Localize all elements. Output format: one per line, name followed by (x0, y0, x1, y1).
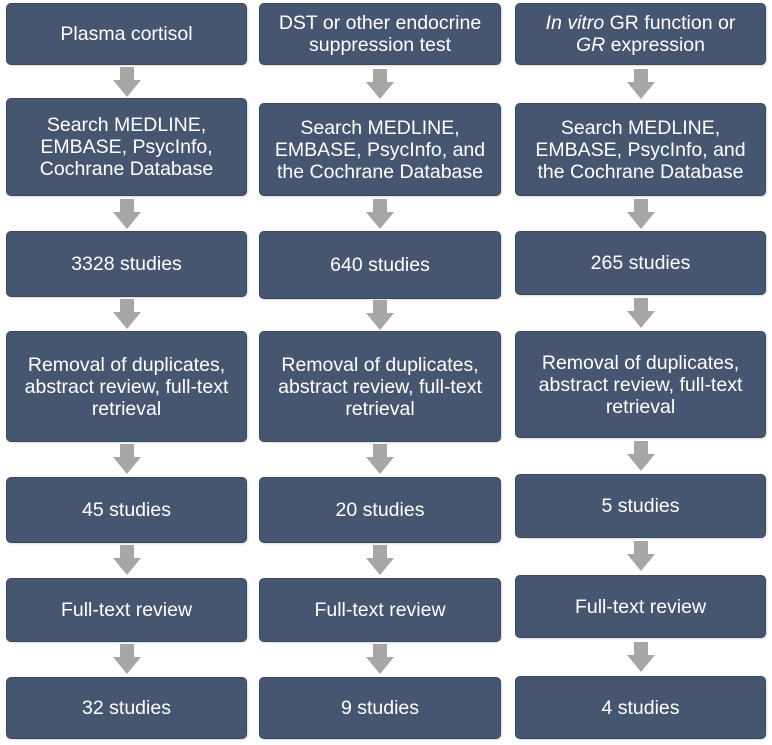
box-label-line: DST or other endocrine (278, 12, 482, 34)
down-arrow-icon (113, 299, 141, 329)
box-label-line: Plasma cortisol (60, 23, 193, 45)
down-arrow-icon (366, 199, 394, 229)
box-label-line: 45 studies (82, 499, 171, 521)
down-arrow-icon (366, 545, 394, 575)
box-label-line: 9 studies (340, 697, 420, 719)
box-label-line: Full-text review (60, 599, 193, 621)
box-label-line: retrieval (605, 395, 676, 418)
italic-text: GR (576, 34, 606, 56)
box-label-line: EMBASE, PsycInfo, and (274, 138, 486, 161)
col3-box-count-final: 4 studies (515, 676, 766, 739)
col3-box-count-after-removal: 5 studies (515, 474, 766, 538)
down-arrow-icon (113, 199, 141, 229)
box-label-line: EMBASE, PsycInfo, and (535, 138, 746, 161)
box-label-line: abstract review, full-text (24, 375, 229, 398)
col1-box-count-initial: 3328 studies (6, 231, 247, 297)
col2-box-count-final: 9 studies (259, 677, 501, 739)
box-label-line: Search MEDLINE, (46, 114, 207, 136)
box-label-line: In vitro GR function or (546, 12, 736, 34)
col1-box-plasma-cortisol: Plasma cortisol (6, 3, 247, 65)
box-label-line: Removal of duplicates, (27, 353, 226, 376)
box-label-line: the Cochrane Database (537, 160, 744, 183)
box-label-line: 640 studies (330, 254, 430, 276)
box-label-line: 20 studies (335, 499, 425, 521)
box-label-line: EMBASE, PsycInfo, (40, 136, 213, 158)
col2-box-full-text-review: Full-text review (259, 578, 501, 642)
box-label-line: 265 studies (590, 252, 691, 274)
col3-box-count-initial: 265 studies (515, 231, 766, 295)
down-arrow-icon (627, 642, 655, 672)
box-label-line: 4 studies (601, 696, 680, 719)
box-label-line: 3328 studies (71, 253, 182, 275)
box-label-line: GR expression (576, 34, 705, 56)
italic-text: In vitro (545, 12, 605, 34)
down-arrow-icon (366, 644, 394, 674)
box-label-line: retrieval (345, 397, 415, 420)
plain-text: GR function or (604, 12, 736, 34)
col3-box-removal: Removal of duplicates, abstract review, … (515, 331, 766, 438)
col1-box-count-after-removal: 45 studies (6, 477, 247, 543)
col3-box-in-vitro-gr: In vitro GR function or GR expression (515, 3, 766, 65)
down-arrow-icon (627, 69, 655, 99)
col1-box-count-final: 32 studies (6, 677, 247, 739)
col1-box-removal: Removal of duplicates, abstract review, … (6, 331, 247, 442)
down-arrow-icon (113, 545, 141, 575)
down-arrow-icon (113, 67, 141, 97)
box-label-line: abstract review, full-text (538, 373, 743, 396)
down-arrow-icon (366, 300, 394, 330)
box-label-line: Search MEDLINE, (560, 116, 721, 139)
down-arrow-icon (627, 441, 655, 471)
box-label-line: Removal of duplicates, (541, 351, 740, 374)
down-arrow-icon (366, 444, 394, 474)
down-arrow-icon (366, 69, 394, 99)
col2-box-count-initial: 640 studies (259, 231, 501, 299)
box-label-line: Removal of duplicates, (281, 353, 479, 376)
box-label-line: abstract review, full-text (278, 375, 482, 398)
box-label-line: Search MEDLINE, (300, 116, 460, 139)
box-label-line: the Cochrane Database (277, 160, 483, 183)
box-label-line: retrieval (91, 397, 162, 420)
down-arrow-icon (627, 199, 655, 229)
col1-box-search: Search MEDLINE, EMBASE, PsycInfo, Cochra… (6, 98, 247, 196)
box-label-line: Cochrane Database (39, 158, 214, 180)
col2-box-search: Search MEDLINE, EMBASE, PsycInfo, and th… (259, 103, 501, 196)
plain-text: expression (605, 34, 705, 56)
col3-box-full-text-review: Full-text review (515, 575, 766, 638)
box-label-line: Full-text review (314, 599, 446, 621)
box-label-line: 32 studies (82, 697, 171, 719)
col1-box-full-text-review: Full-text review (6, 578, 247, 642)
down-arrow-icon (113, 644, 141, 674)
box-label-line: Full-text review (574, 595, 707, 618)
col2-box-dst: DST or other endocrine suppression test (259, 3, 501, 65)
col3-box-search: Search MEDLINE, EMBASE, PsycInfo, and th… (515, 103, 766, 196)
col2-box-count-after-removal: 20 studies (259, 477, 501, 543)
down-arrow-icon (627, 298, 655, 328)
down-arrow-icon (627, 541, 655, 571)
box-label-line: 5 studies (601, 495, 680, 517)
down-arrow-icon (113, 444, 141, 474)
box-label-line: suppression test (309, 34, 451, 56)
col2-box-removal: Removal of duplicates, abstract review, … (259, 331, 501, 442)
